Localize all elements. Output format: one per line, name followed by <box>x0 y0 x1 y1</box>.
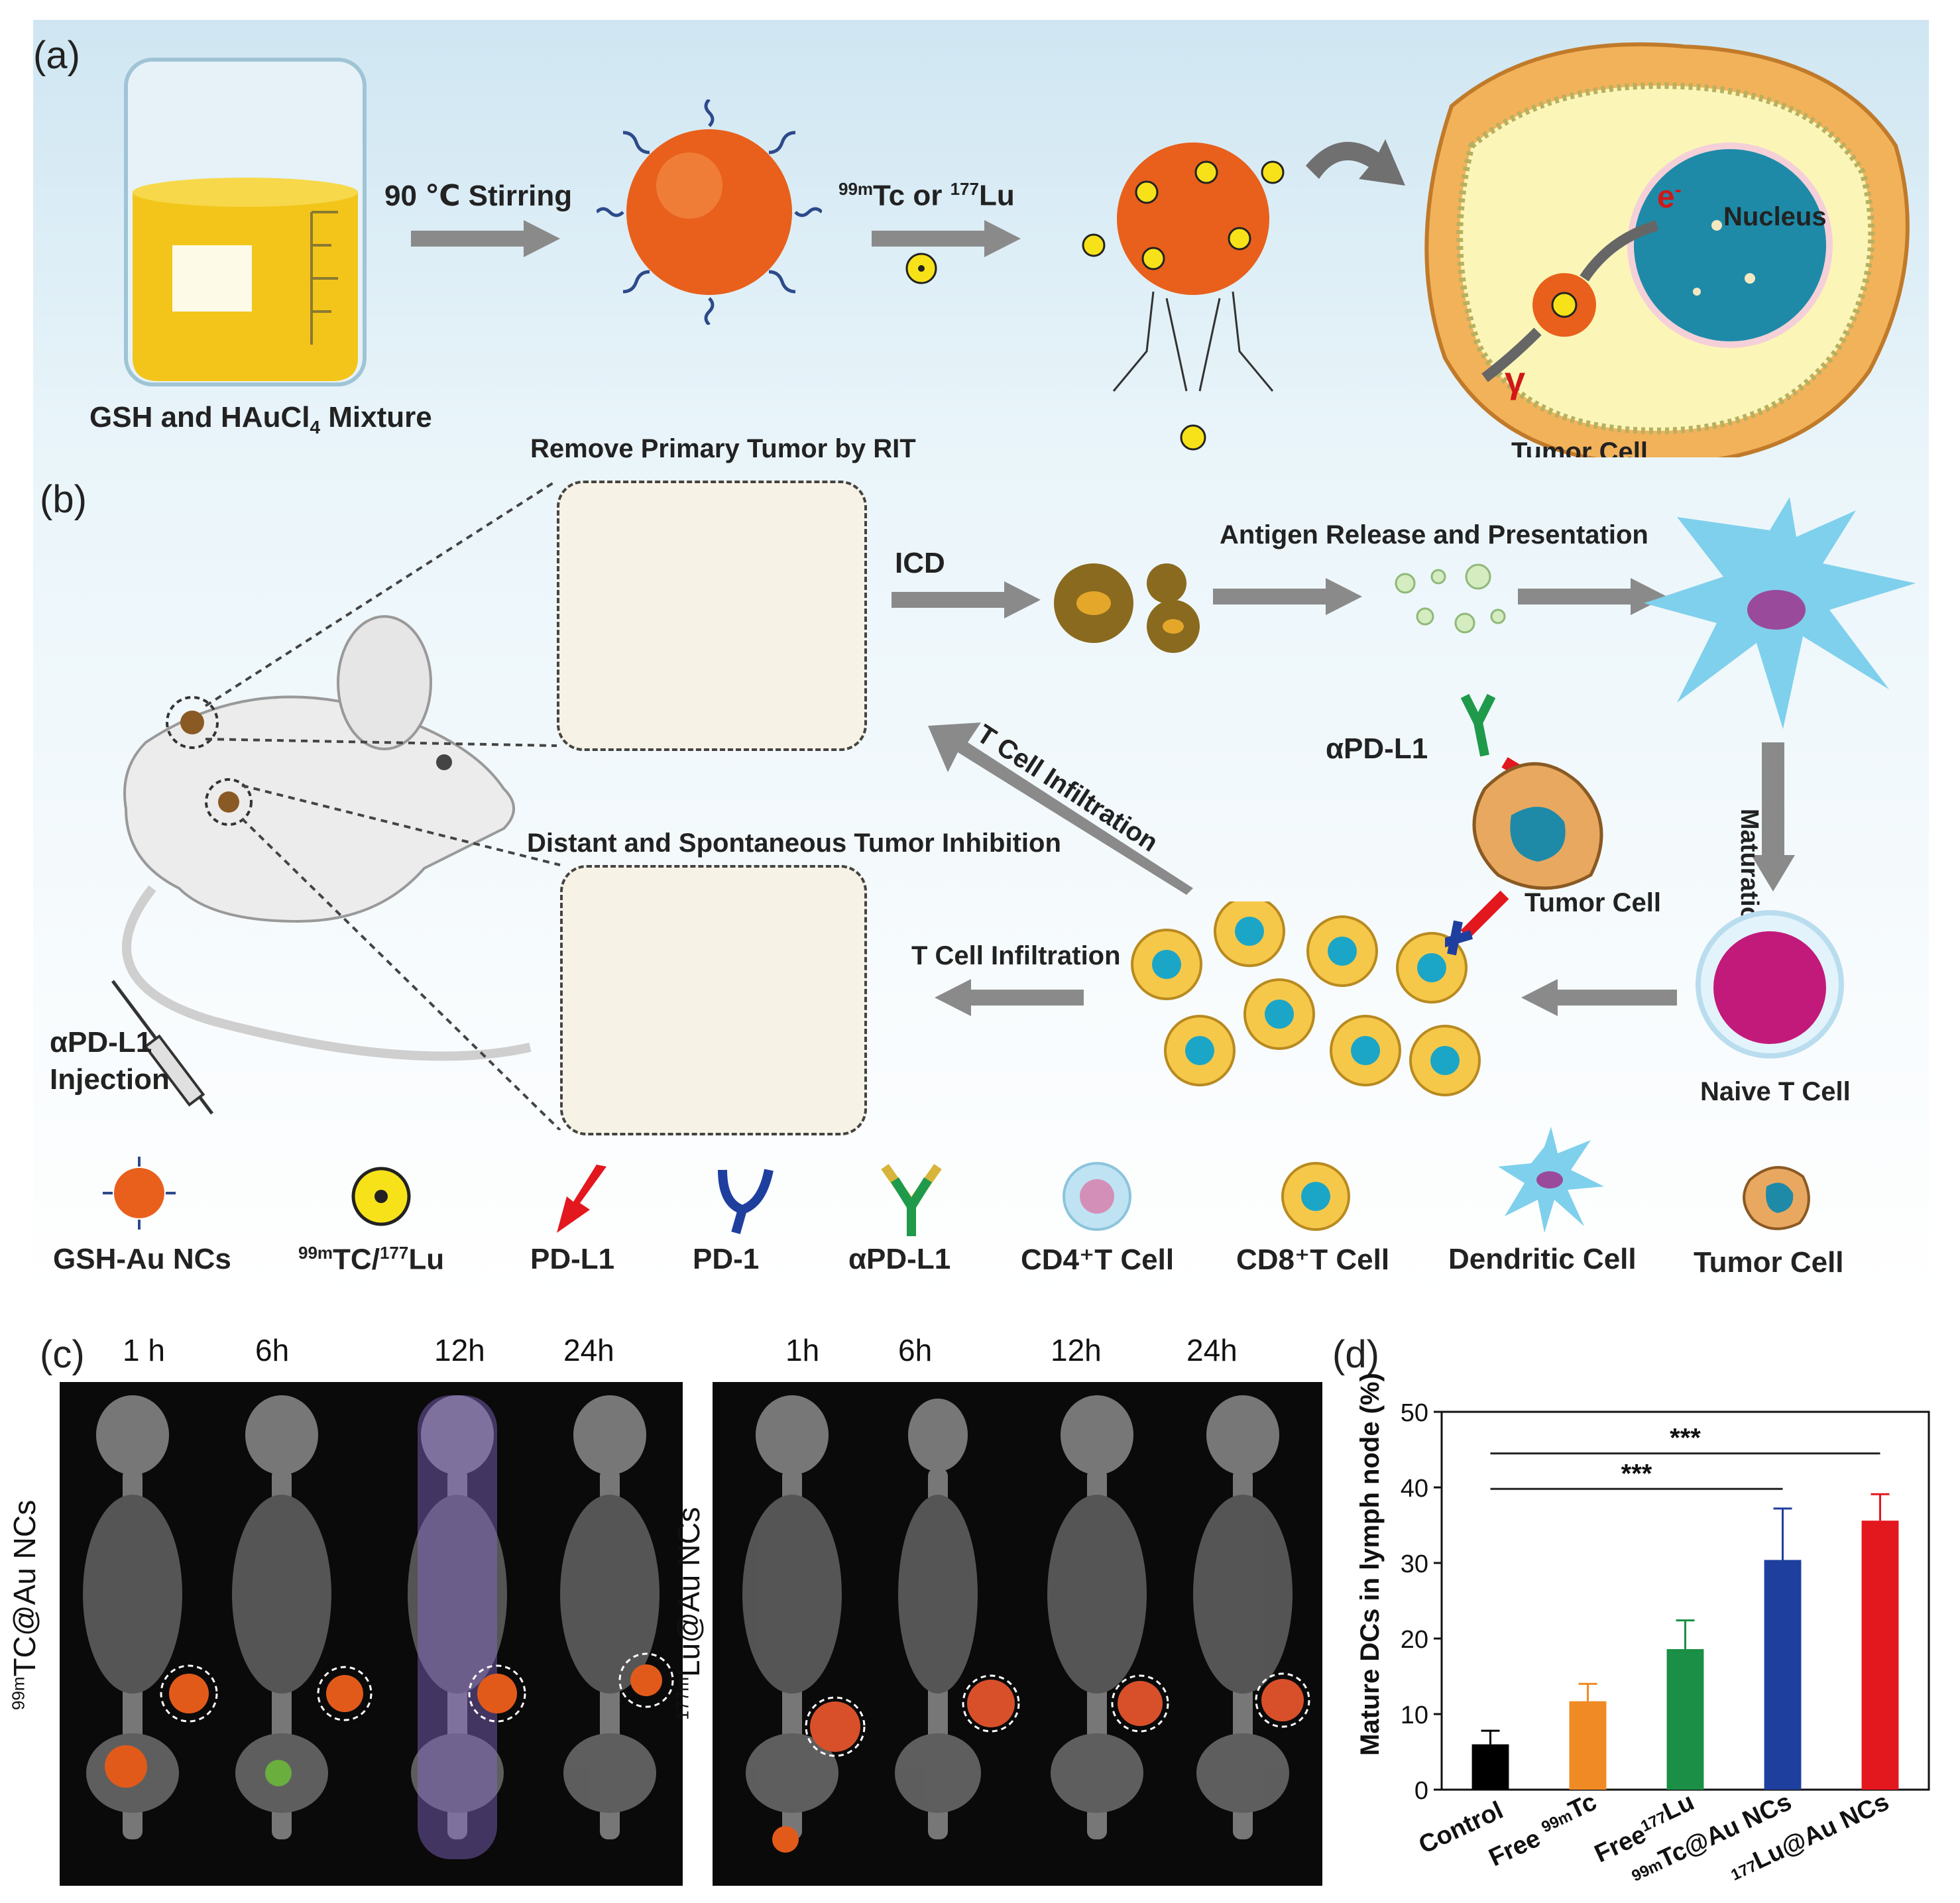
arrow-step2 <box>872 220 1021 257</box>
bar-1 <box>1569 1701 1607 1790</box>
bar-4 <box>1861 1521 1899 1790</box>
legend-pdl1: PD-L1 <box>530 1243 615 1275</box>
bar-0 <box>1471 1744 1509 1790</box>
legend-apdl1-icon <box>881 1163 942 1236</box>
tumor-cell-checkpoint <box>1445 693 1603 956</box>
left-image-label: 99mTC@Au NCs <box>7 1499 42 1710</box>
electron-label: e- <box>1657 179 1682 215</box>
arrow-icd <box>892 581 1041 618</box>
arrow-t-cell-infiltration-diagonal <box>928 722 1193 895</box>
left-time-3: 12h <box>434 1333 485 1367</box>
mouse-illustration <box>111 615 532 1115</box>
distant-tumor-box <box>560 865 867 1135</box>
x-tick-label-4: 177Lu@Au NCs <box>1725 1788 1893 1886</box>
right-image-label: 177mLu@Au NCs <box>671 1507 706 1720</box>
y-tick-label-2: 20 <box>1401 1626 1428 1654</box>
naive-label: Naive T Cell <box>1700 1077 1851 1106</box>
bar-2 <box>1666 1648 1704 1790</box>
tumor-cell-label-b: Tumor Cell <box>1525 888 1661 917</box>
gamma-label: γ <box>1505 359 1526 400</box>
legend-dendritic-icon <box>1498 1127 1604 1233</box>
significance-label-0: *** <box>1670 1424 1701 1453</box>
panel-b-letter: (b) <box>40 478 87 521</box>
nucleus-label: Nucleus <box>1723 202 1827 231</box>
t-cell-infiltration-label: T Cell Infiltration <box>911 941 1121 970</box>
spect-images-tc <box>60 1382 683 1886</box>
dying-cells <box>1054 563 1200 653</box>
arrow-from-naive <box>1521 979 1677 1016</box>
bar-chart-mature-dcs: Mature DCs in lymph node (%) 0 10 20 30 40 50… <box>1355 1373 1930 1887</box>
arrow-step1 <box>411 220 560 257</box>
remove-primary-label: Remove Primary Tumor by RIT <box>530 434 916 463</box>
cd8-t-cell-cluster <box>1131 901 1481 1096</box>
legend-pd1: PD-1 <box>693 1243 760 1275</box>
left-time-2: 6h <box>255 1333 290 1367</box>
stirring-label: 90 ℃ Stirring <box>384 180 573 212</box>
y-axis-label: Mature DCs in lymph node (%) <box>1355 1373 1385 1756</box>
y-tick-label-1: 10 <box>1401 1701 1428 1729</box>
right-time-2: 6h <box>898 1333 933 1367</box>
curved-arrow <box>1306 139 1405 186</box>
tumor-cell-illustration <box>1424 42 1910 467</box>
x-tick-label-1: Free 99mTc <box>1481 1788 1605 1872</box>
spect-images-lu <box>713 1382 1322 1886</box>
legend-gsh-au-icon <box>103 1157 176 1230</box>
radiolabel-label: 99mTc or 177Lu <box>838 179 1015 212</box>
apdl1-label: αPD-L1 <box>1326 732 1428 765</box>
legend-apdl1: αPD-L1 <box>848 1243 951 1275</box>
antigen-particles <box>1395 563 1506 634</box>
legend-radionuclide: 99mTC/177Lu <box>298 1243 445 1276</box>
bar-3 <box>1764 1560 1802 1790</box>
primary-tumor-box <box>557 481 867 751</box>
legend-radiation-icon <box>351 1167 411 1226</box>
arrow-to-dc <box>1518 578 1667 615</box>
radiation-icon <box>905 253 937 284</box>
left-time-1: 1 h <box>123 1333 165 1367</box>
legend-cd8-icon <box>1281 1162 1350 1231</box>
beaker-illustration <box>124 58 367 386</box>
zoom-lines <box>204 481 561 1130</box>
legend-cd8: CD8⁺T Cell <box>1236 1243 1390 1276</box>
right-time-1: 1h <box>785 1333 820 1367</box>
legend-gsh-au: GSH-Au NCs <box>53 1243 231 1275</box>
panel-a-letter: (a) <box>33 34 80 77</box>
right-time-3: 12h <box>1051 1333 1102 1367</box>
legend-dendritic: Dendritic Cell <box>1448 1243 1637 1275</box>
naive-t-cell-illustration <box>1696 910 1844 1059</box>
y-tick-label-4: 40 <box>1401 1475 1428 1503</box>
significance-label-1: *** <box>1621 1459 1652 1488</box>
x-tick-label-3: 99mTc@Au NCs <box>1625 1788 1796 1887</box>
right-time-4: 24h <box>1186 1333 1238 1367</box>
beaker-label: GSH and HAuCl4 Mixture <box>89 401 432 437</box>
radiolabeled-nanocluster <box>1082 143 1285 451</box>
y-tick-label-5: 50 <box>1401 1399 1428 1427</box>
arrow-maturation <box>1751 742 1795 892</box>
gsh-au-nanocluster <box>597 99 822 325</box>
legend-cd4-icon <box>1063 1162 1131 1231</box>
y-tick-label-0: 0 <box>1414 1777 1428 1805</box>
arrow-t-cell-infiltration <box>935 979 1084 1016</box>
dendritic-cell-illustration <box>1644 497 1916 729</box>
antigen-label: Antigen Release and Presentation <box>1220 520 1648 549</box>
legend-tumor-icon <box>1743 1166 1810 1230</box>
legend-tumor: Tumor Cell <box>1694 1246 1844 1279</box>
panel-c-letter: (c) <box>40 1333 85 1376</box>
left-time-4: 24h <box>563 1333 614 1367</box>
legend-pd1-icon <box>718 1169 774 1234</box>
legend-cd4: CD4⁺T Cell <box>1021 1243 1175 1276</box>
distant-label: Distant and Spontaneous Tumor Inhibition <box>527 829 1061 858</box>
arrow-antigen <box>1213 578 1362 615</box>
y-tick-label-3: 30 <box>1401 1550 1428 1578</box>
legend-pdl1-icon <box>557 1165 606 1233</box>
panel-d-letter: (d) <box>1332 1333 1379 1376</box>
icd-label: ICD <box>895 547 945 579</box>
